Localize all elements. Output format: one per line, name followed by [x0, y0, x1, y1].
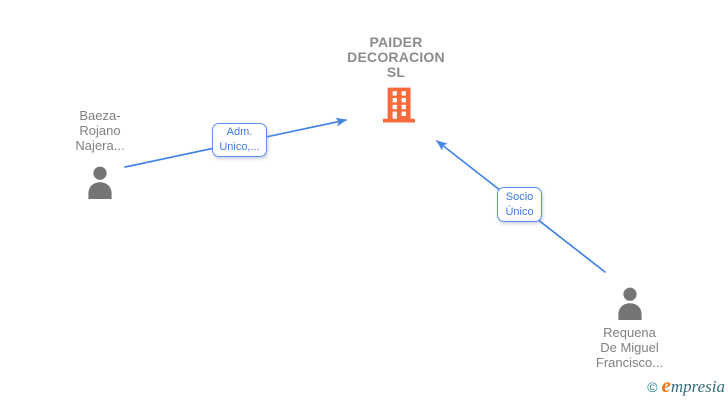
- empresia-logo-text: mpresia: [670, 377, 725, 396]
- company-name-line: DECORACION: [347, 49, 445, 65]
- person-name-line: Rojano: [79, 123, 121, 138]
- copyright-icon: ©: [647, 379, 658, 395]
- edge-label-line: Unico,...: [219, 141, 260, 153]
- company-name-line: PAIDER: [369, 34, 423, 50]
- edge-label-line: Socio: [505, 190, 534, 203]
- person-name-line: Najera...: [75, 138, 125, 153]
- person-name-line: Francisco...: [595, 355, 664, 370]
- empresia-logo-initial: e: [661, 373, 671, 397]
- empresia-watermark[interactable]: © e mpresia: [647, 375, 725, 396]
- person-icon: [616, 287, 644, 320]
- person-node-baeza-rojano[interactable]: Baeza- Rojano Najera...: [40, 108, 160, 199]
- person-node-requena-de-miguel[interactable]: Requena De Miguel Francisco...: [567, 287, 692, 370]
- person-name: Baeza- Rojano Najera...: [40, 108, 160, 153]
- person-name-line: Baeza-: [79, 108, 121, 123]
- person-icon: [86, 166, 114, 199]
- edge-label-line: Adm.: [226, 126, 253, 138]
- person-name: Requena De Miguel Francisco...: [567, 325, 692, 370]
- company-node-paider-decoracion[interactable]: PAIDER DECORACION SL: [316, 35, 476, 123]
- edge-label-socio-unico[interactable]: Socio Único: [497, 187, 542, 222]
- building-icon: [383, 87, 415, 123]
- edge-label-line: Único: [505, 205, 534, 218]
- person-name-line: De Miguel: [600, 340, 659, 355]
- person-name-line: Requena: [603, 325, 656, 340]
- edge-label-adm-unico[interactable]: Adm. Unico,...: [212, 123, 267, 157]
- company-name: PAIDER DECORACION SL: [316, 35, 476, 80]
- company-name-line: SL: [386, 64, 406, 80]
